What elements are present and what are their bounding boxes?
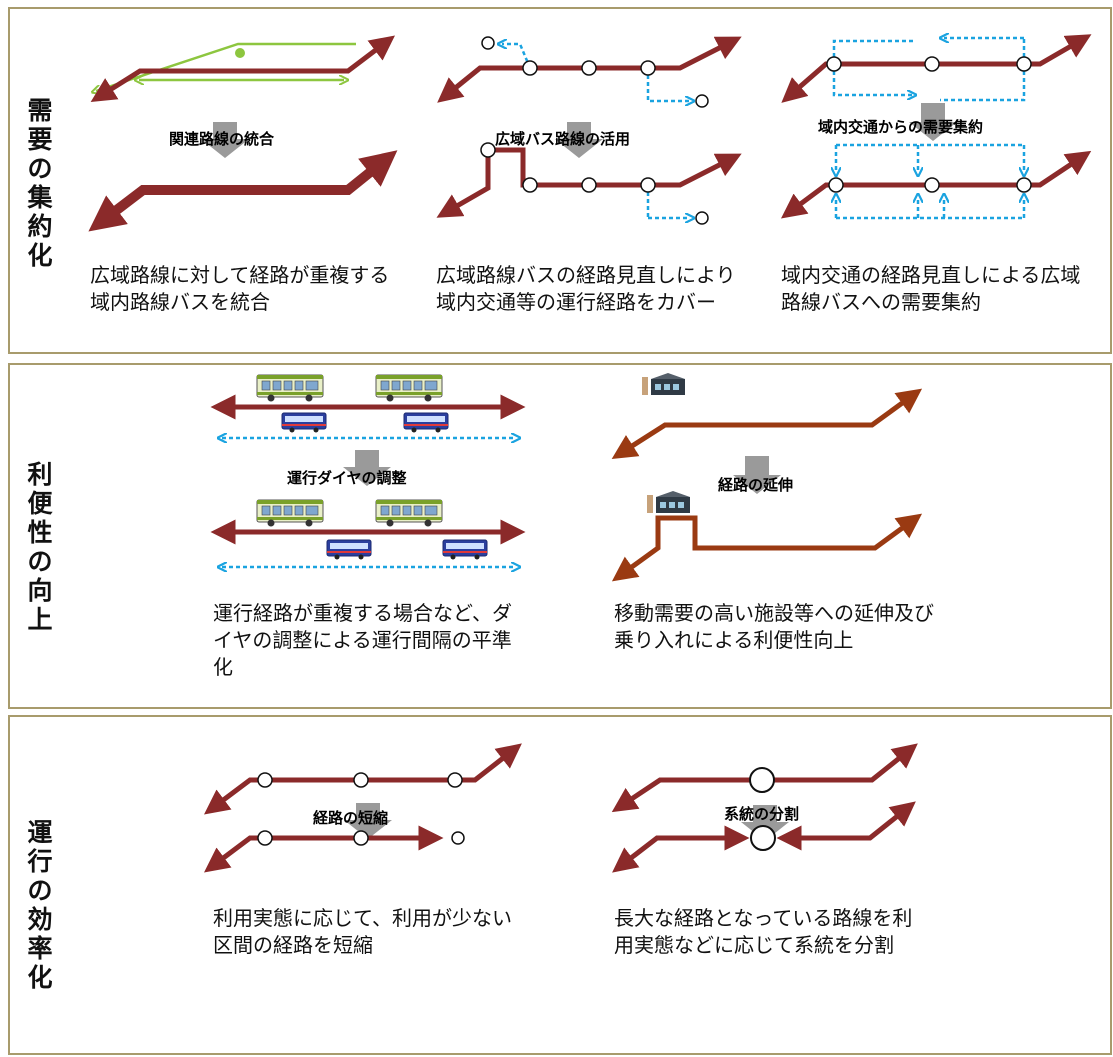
facility-icon: [647, 491, 690, 513]
diagram-merge-after: [88, 150, 398, 232]
label-demand-concentration: 域内交通からの需要集約: [818, 118, 984, 136]
down-arrow-icon: [733, 456, 781, 494]
desc-route-shorten: 利用実態に応じて、利用が少ない区間の経路を短縮: [213, 906, 512, 957]
down-arrow-icon: [343, 450, 391, 486]
bus-icon: [256, 499, 324, 527]
bus-icon: [326, 539, 372, 560]
desc-timetable-adjust: 運行経路が重複する場合など、ダイヤの調整による運行間隔の平準化: [213, 601, 512, 679]
diagram-timetable-after: [210, 499, 526, 567]
label-wide-route-use: 広域バス路線の活用: [495, 130, 631, 148]
diagram-shorten-before: [204, 743, 522, 815]
bus-icon: [442, 539, 488, 560]
desc-wide-route-use: 広域路線バスの経路見直しにより域内交通等の運行経路をカバー: [436, 263, 736, 314]
bus-icon: [403, 412, 449, 433]
panel-convenience: [8, 363, 1112, 709]
desc-merge-routes: 広域路線に対して経路が重複する域内路線バスを統合: [90, 263, 390, 314]
label-timetable-adjust: 運行ダイヤの調整: [287, 469, 407, 487]
label-route-extension: 経路の延伸: [718, 476, 794, 494]
diagram-wide-route-after: [436, 142, 742, 225]
down-arrow-icon: [909, 103, 957, 141]
down-arrow-icon: [201, 122, 249, 158]
desc-route-extension: 移動需要の高い施設等への延伸及び乗り入れによる利便性向上: [614, 601, 934, 652]
diagram-shorten-after: [204, 825, 465, 873]
diagram-local-after: [780, 143, 1092, 220]
section-title-efficiency-text: 運行の効率化: [27, 818, 53, 992]
facility-icon: [642, 373, 685, 395]
diagram-wide-route-before: [437, 36, 742, 108]
diagram-extension-before: [611, 373, 923, 460]
section-title-demand: 需要の集約化: [20, 96, 60, 270]
diagram-local-before: [781, 38, 1092, 103]
label-route-shorten: 経路の短縮: [313, 809, 389, 827]
diagram-extension-after: [611, 491, 923, 582]
panel-efficiency: [8, 715, 1112, 1055]
section-title-convenience: 利便性の向上: [20, 460, 60, 634]
label-system-split: 系統の分割: [724, 805, 800, 823]
diagram-split-before: [611, 743, 918, 813]
section-title-convenience-text: 利便性の向上: [27, 460, 53, 634]
diagram-split-after: [612, 801, 916, 873]
desc-system-split: 長大な経路となっている路線を利用実態などに応じて系統を分割: [614, 906, 913, 957]
bus-icon: [375, 499, 443, 527]
diagram-timetable-before: [210, 374, 526, 438]
down-arrow-icon: [555, 122, 603, 158]
label-merge-routes: 関連路線の統合: [169, 130, 275, 148]
bus-icon: [256, 374, 324, 402]
section-title-efficiency: 運行の効率化: [20, 818, 60, 992]
bus-icon: [281, 412, 327, 433]
bus-icon: [375, 374, 443, 402]
diagram-merge-before: [96, 35, 395, 102]
desc-demand-concentration: 域内交通の経路見直しによる広域路線バスへの需要集約: [781, 263, 1081, 314]
section-title-demand-text: 需要の集約化: [27, 96, 53, 270]
down-arrow-icon: [344, 803, 392, 839]
